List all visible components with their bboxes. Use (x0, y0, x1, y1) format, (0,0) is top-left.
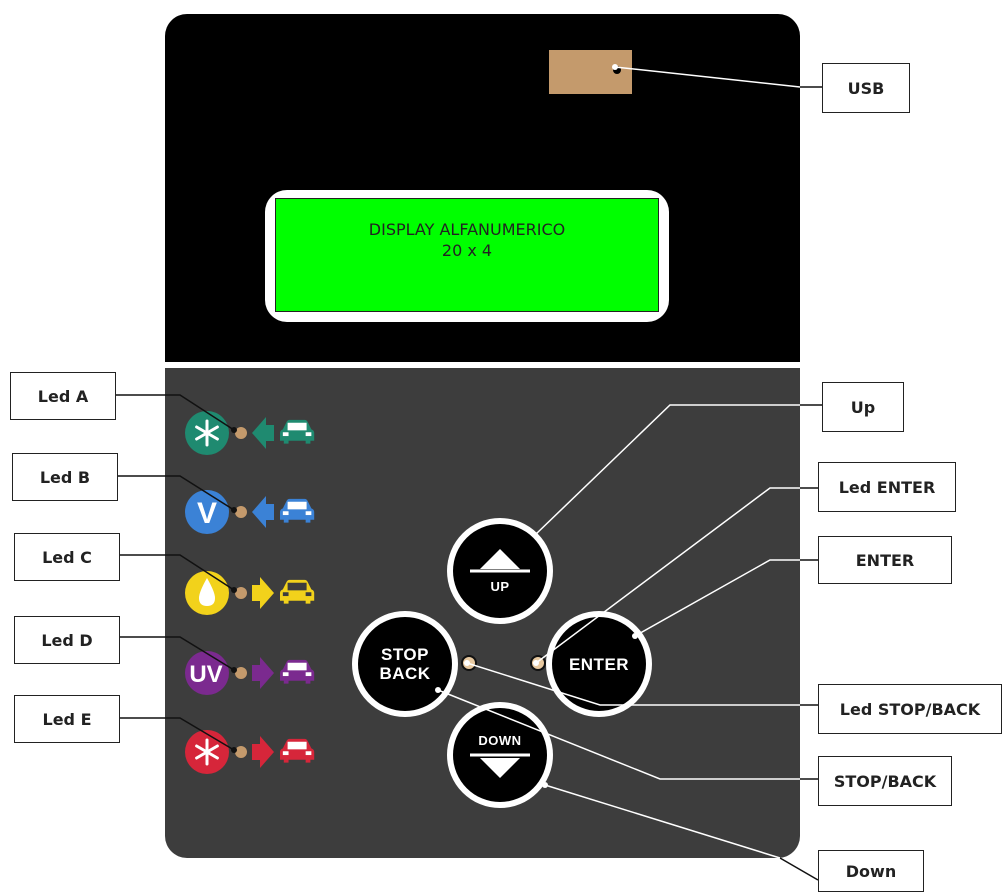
lcd-display: DISPLAY ALFANUMERICO 20 x 4 (275, 198, 659, 312)
led-b-indicator (235, 506, 247, 518)
label-led-b: Led B (12, 453, 118, 501)
label-led-d: Led D (14, 616, 120, 664)
enter-button-label: ENTER (568, 654, 630, 674)
led-a-indicator (235, 427, 247, 439)
label-enter: ENTER (818, 536, 952, 584)
label-led-enter: Led ENTER (818, 462, 956, 512)
drop-icon (199, 578, 215, 606)
car-icon (280, 659, 315, 684)
led-d-callout-line (116, 636, 235, 671)
label-stop-back: STOP/BACK (818, 756, 952, 806)
stop-back-button-face: STOP BACK (358, 617, 452, 711)
stop-back-button[interactable]: STOP BACK (352, 611, 458, 717)
down-callout-tail (779, 857, 819, 881)
led-c-callout-line (116, 554, 235, 591)
label-up: Up (822, 382, 904, 432)
car-icon (280, 419, 315, 444)
down-button-label: DOWN (478, 732, 522, 748)
arrow-left-icon (252, 496, 274, 528)
car-icon (280, 579, 315, 604)
label-led-stop-back: Led STOP/BACK (818, 684, 1002, 734)
label-led-c: Led C (14, 533, 120, 581)
display-frame: DISPLAY ALFANUMERICO 20 x 4 (265, 190, 669, 322)
up-arrow-icon (470, 548, 530, 572)
status-row-b: V (185, 490, 315, 534)
led-e-callout-line (116, 717, 235, 751)
down-button[interactable]: DOWN (447, 702, 553, 808)
down-arrow-icon (470, 753, 530, 778)
status-row-a (185, 411, 315, 455)
label-down: Down (818, 850, 924, 892)
arrow-right-icon (252, 577, 274, 609)
car-icon (280, 498, 315, 523)
snowflake-icon (195, 738, 219, 766)
uv-circle-icon (185, 651, 229, 695)
uv-letter-icon: UV (189, 661, 222, 688)
led-stop-back-callout-line (466, 662, 800, 706)
down-button-face: DOWN (453, 708, 547, 802)
up-button-label: UP (490, 578, 510, 594)
v-letter-icon: V (197, 497, 217, 530)
arrow-right-icon (252, 736, 274, 768)
top-panel: DISPLAY ALFANUMERICO 20 x 4 (165, 14, 800, 362)
usb-callout-line (614, 66, 801, 88)
back-label: BACK (379, 664, 431, 683)
label-usb: USB (822, 63, 910, 113)
down-callout-line (544, 784, 781, 859)
led-d-indicator (235, 667, 247, 679)
arrow-left-icon (252, 417, 274, 449)
led-a-callout-line (116, 394, 235, 431)
arrow-right-icon (252, 657, 274, 689)
car-icon (280, 738, 315, 763)
led-e-indicator (235, 746, 247, 758)
up-button-face: UP (453, 524, 547, 618)
stop-label: STOP (381, 645, 429, 664)
label-led-a: Led A (10, 372, 116, 420)
status-row-d: UV (185, 651, 315, 695)
up-callout-line (534, 404, 800, 536)
led-enter-callout-line (535, 487, 800, 664)
enter-callout-line (634, 559, 800, 637)
led-c-indicator (235, 587, 247, 599)
stop-back-callout-line (437, 689, 800, 780)
display-line-2: 20 x 4 (441, 241, 493, 260)
status-row-c (185, 571, 315, 615)
label-led-e: Led E (14, 695, 120, 743)
display-line-1: DISPLAY ALFANUMERICO (368, 220, 566, 239)
led-b-callout-line (116, 475, 235, 511)
usb-callout-dot (613, 66, 621, 74)
snowflake-icon (195, 419, 219, 447)
vacuum-circle-icon (185, 490, 229, 534)
